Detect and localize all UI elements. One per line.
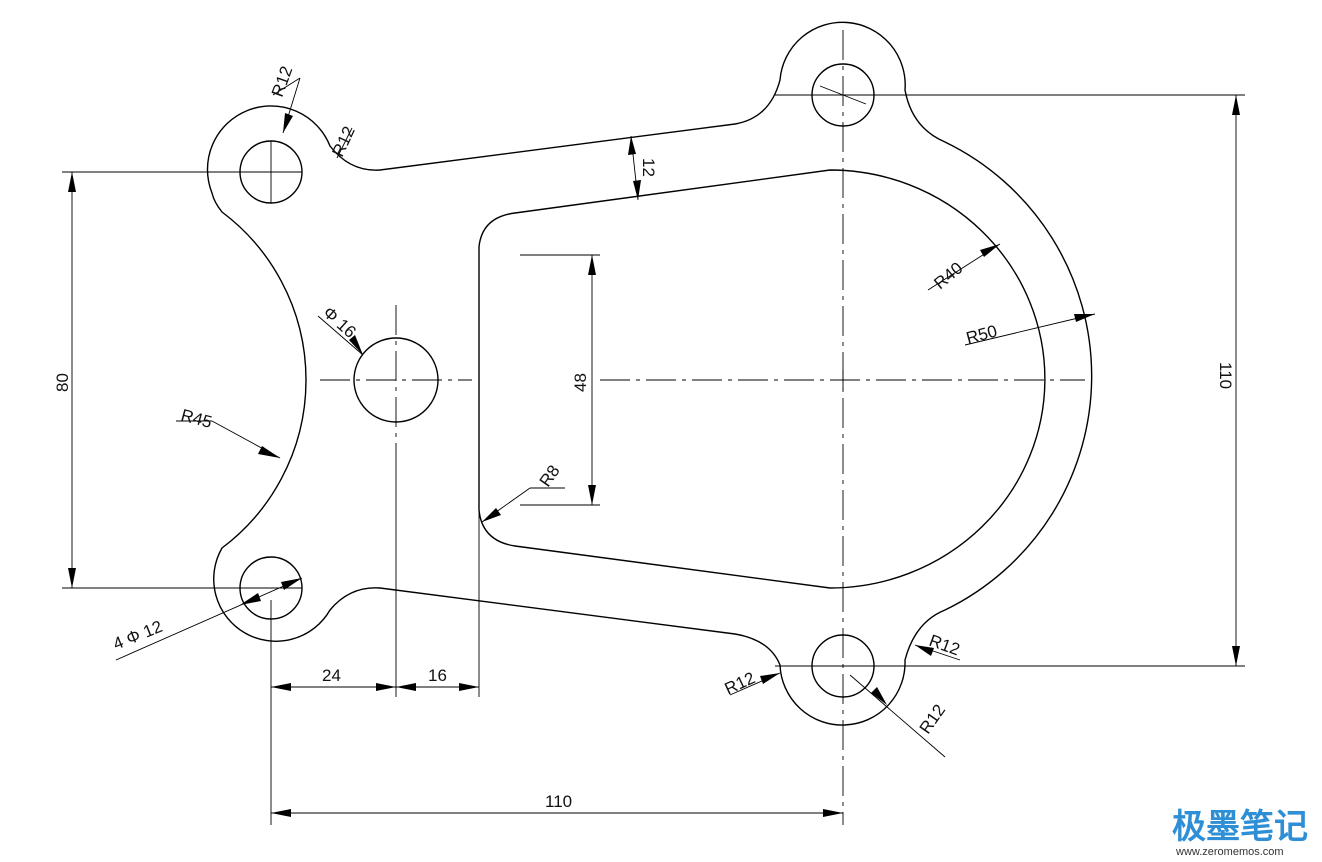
label-r12-bottom-right-fillet: R12: [927, 631, 963, 660]
label-r8: R8: [536, 462, 564, 491]
dimension-labels: R12 R12 12 R40 R50 Φ 16 80 48 110 R45 R8…: [53, 64, 1235, 811]
label-holes-4-dia12: 4 Φ 12: [110, 617, 165, 654]
label-r45: R45: [179, 406, 214, 432]
label-r12-bottom-hole: R12: [916, 701, 949, 737]
label-height-80: 80: [53, 373, 72, 392]
logo-sub-text: www.zeromemos.com: [1175, 846, 1284, 858]
label-thickness-12: 12: [639, 158, 658, 177]
dimension-lines: [62, 77, 1245, 825]
watermark-logo: 极墨笔记 www.zeromemos.com: [1172, 807, 1308, 858]
label-width-16: 16: [428, 666, 447, 685]
label-r12-top-left: R12: [268, 64, 297, 100]
logo-main-text: 极墨笔记: [1172, 807, 1308, 847]
label-height-48: 48: [571, 373, 590, 392]
label-r50: R50: [964, 321, 999, 347]
label-width-110: 110: [545, 792, 572, 811]
label-r40: R40: [930, 258, 966, 293]
label-r12-top-left-fillet: R12: [328, 123, 358, 159]
label-dia16: Φ 16: [319, 303, 359, 342]
label-height-110: 110: [1216, 362, 1235, 389]
label-width-24: 24: [322, 666, 341, 685]
label-r12-bottom-left: R12: [722, 668, 758, 698]
